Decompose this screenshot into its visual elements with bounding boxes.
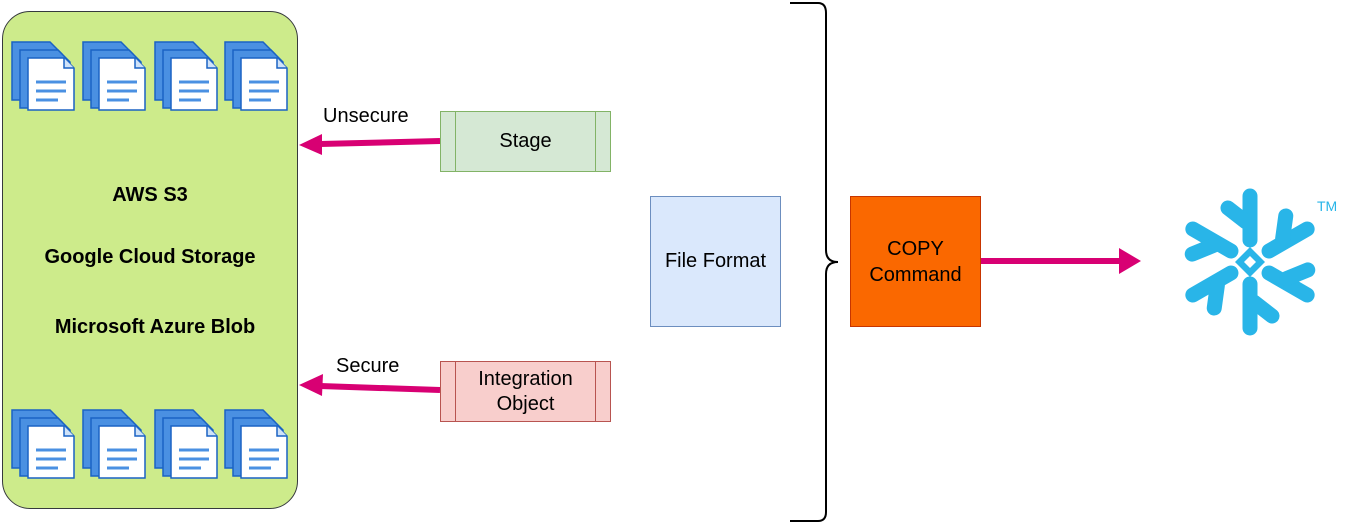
provider-aws-s3: AWS S3 [112,184,188,206]
copy-command-box: COPY Command [850,196,981,327]
document-stack-icon [224,41,288,111]
file-format-box: File Format [650,196,781,327]
stage-box: Stage [440,111,611,172]
integration-object-box: Integration Object [440,361,611,422]
integration-label-line2: Object [496,392,555,415]
stage-label: Stage [499,130,552,152]
unsecure-arrow [299,134,441,155]
provider-azure-blob: Microsoft Azure Blob [54,316,256,338]
provider-google-cloud-storage: Google Cloud Storage [44,246,256,268]
trademark-label: TM [1317,198,1338,214]
copy-command-line1: COPY [887,237,944,260]
integration-label-line1: Integration [478,367,573,390]
grouping-brace [790,2,839,522]
unsecure-label: Unsecure [323,105,409,127]
secure-label: Secure [336,355,400,377]
document-stack-icon [224,409,288,479]
document-stack-icon [154,41,218,111]
snowflake-logo-icon [1184,188,1316,336]
document-stack-icon [11,409,75,479]
secure-arrow [299,374,441,396]
copy-command-line2: Command [869,263,962,286]
document-stack-icon [11,41,75,111]
file-format-label: File Format [664,250,767,272]
document-stack-icon [82,41,146,111]
document-stack-icon [82,409,146,479]
document-stack-icon [154,409,218,479]
copy-to-snowflake-arrow [981,248,1141,274]
